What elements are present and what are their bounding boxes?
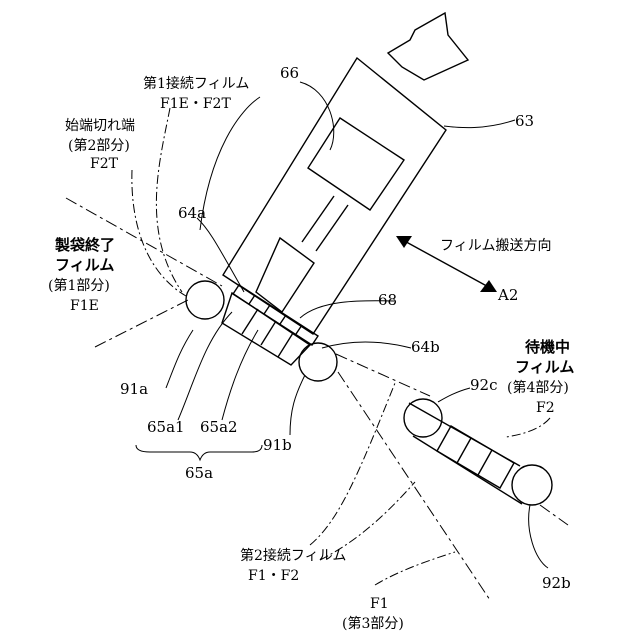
second-connection-film-label2: F1・F2 <box>248 568 299 584</box>
start-cut-end-label2: (第2部分) <box>68 137 130 154</box>
standby-film-label3: (第4部分) <box>507 379 569 396</box>
ref-64a: 64a <box>178 204 206 222</box>
f1-label2: (第3部分) <box>342 615 404 632</box>
f1-label1: F1 <box>370 596 389 612</box>
ref-65a: 65a <box>185 464 213 482</box>
bag-end-film-label2: フィルム <box>55 256 114 274</box>
press-arrow <box>388 13 468 80</box>
standby-film-label2: フィルム <box>515 358 574 376</box>
second-connection-film-label1: 第2接続フィルム <box>240 547 346 564</box>
bag-end-film-label1: 製袋終了 <box>54 236 115 254</box>
ref-65a1: 65a1 <box>147 418 185 436</box>
ref-92c: 92c <box>470 376 498 394</box>
bag-end-film-label3: (第1部分) <box>48 277 110 294</box>
ref-92b: 92b <box>542 574 571 592</box>
roller-92b <box>512 465 552 505</box>
start-cut-end-label1: 始端切れ端 <box>65 118 135 134</box>
ref-91a: 91a <box>120 380 148 398</box>
standby-film-label4: F2 <box>536 400 555 416</box>
roller-91a <box>186 281 224 319</box>
box-66 <box>308 118 404 210</box>
bag-end-film-label4: F1E <box>70 298 99 314</box>
a2-label: A2 <box>497 286 518 304</box>
ref-64b: 64b <box>411 338 440 356</box>
ref-68: 68 <box>378 291 397 309</box>
first-connection-film-label2: F1E・F2T <box>160 96 231 112</box>
ref-63: 63 <box>515 112 534 130</box>
ref-66: 66 <box>280 64 299 82</box>
ref-65a2: 65a2 <box>200 418 238 436</box>
first-connection-film-label1: 第1接続フィルム <box>143 75 249 92</box>
standby-holder <box>437 426 514 488</box>
ref-91b: 91b <box>263 436 292 454</box>
standby-film-label1: 待機中 <box>525 338 570 356</box>
start-cut-end-label3: F2T <box>90 156 119 172</box>
seal-strip <box>233 285 318 345</box>
film-direction-label: フィルム搬送方向 <box>440 238 551 254</box>
